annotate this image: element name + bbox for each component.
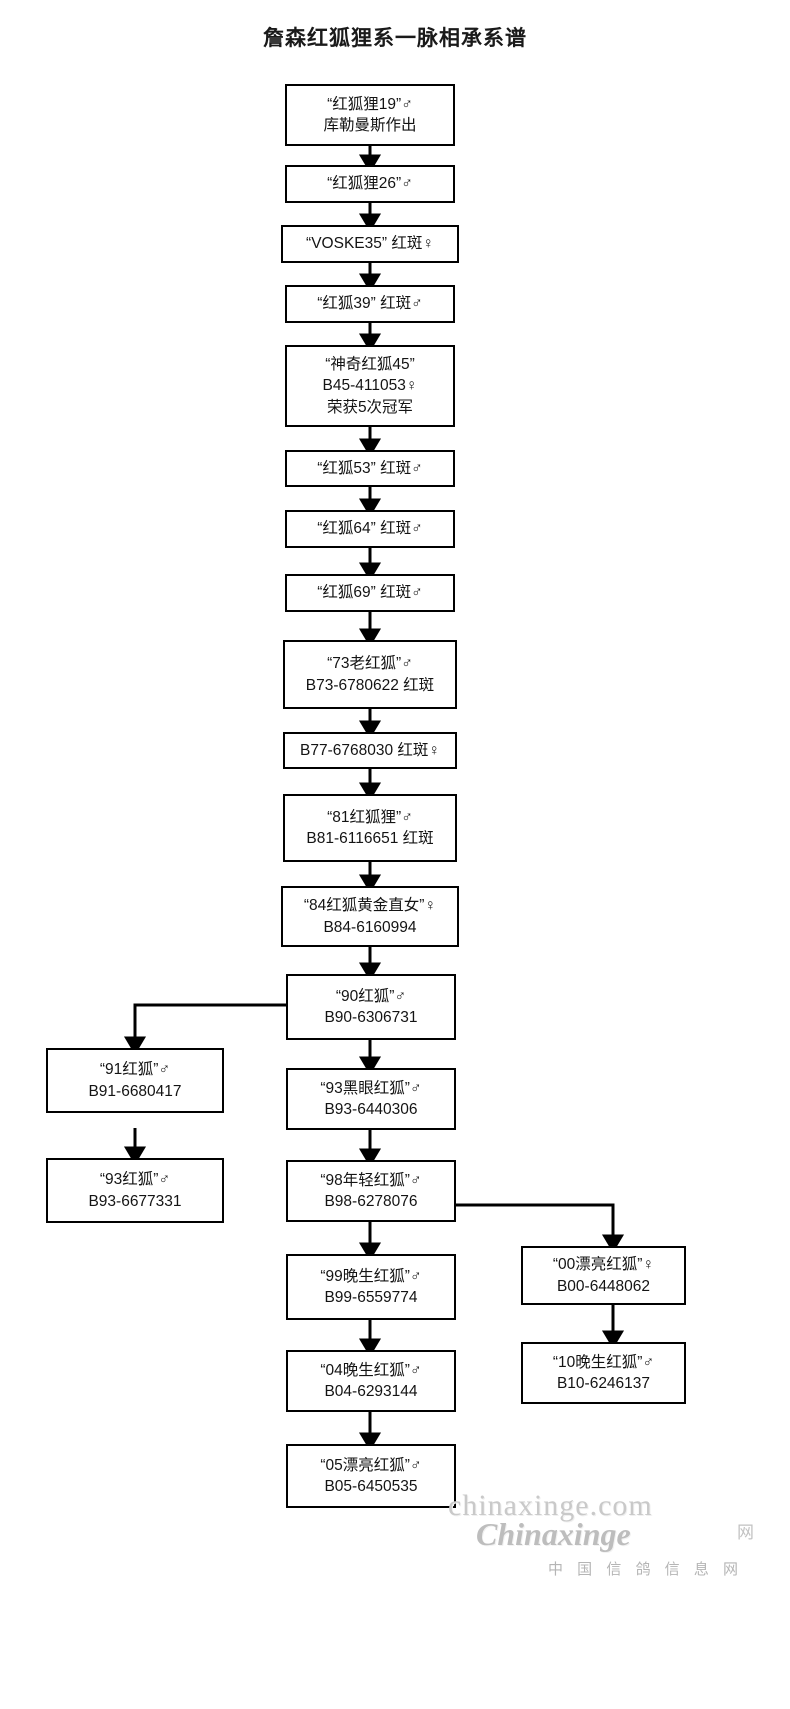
node-line-1: “81红狐狸”♂ — [327, 808, 413, 826]
watermark-chinese: 中 国 信 鸽 信 息 网 — [548, 1561, 744, 1578]
node-shenqi-honghu45[interactable]: “神奇红狐45” B45-411053♀ 荣获5次冠军 — [285, 345, 455, 427]
node-line-2: B93-6677331 — [88, 1192, 182, 1210]
node-73-lao-honghu[interactable]: “73老红狐”♂ B73-6780622 红斑 — [283, 640, 457, 709]
node-line-1: “93红狐”♂ — [99, 1171, 171, 1189]
page-title: 詹森红狐狸系一脉相承系谱 — [263, 27, 527, 50]
node-91-honghu[interactable]: “91红狐”♂ B91-6680417 — [46, 1048, 224, 1113]
node-honghu64[interactable]: “红狐64” 红斑♂ — [285, 510, 455, 548]
node-line-1: “红狐64” 红斑♂ — [317, 520, 423, 538]
node-line-2: B00-6448062 — [556, 1277, 651, 1295]
node-line-1: “10晚生红狐”♂ — [552, 1353, 655, 1371]
node-93-honghu[interactable]: “93红狐”♂ B93-6677331 — [46, 1158, 224, 1223]
node-line-2: B73-6780622 红斑 — [305, 676, 435, 694]
node-line-2: B45-411053♀ — [322, 377, 418, 395]
node-line-1: B77-6768030 红斑♀ — [299, 741, 440, 759]
node-line-3: 荣获5次冠军 — [326, 398, 414, 416]
node-line-2: 库勒曼斯作出 — [323, 117, 417, 134]
node-line-1: “90红狐”♂ — [335, 987, 407, 1005]
node-line-2: B84-6160994 — [323, 918, 417, 936]
node-line-2: B81-6116651 红斑 — [306, 830, 434, 847]
node-99-wansheng-honghu[interactable]: “99晚生红狐”♂ B99-6559774 — [286, 1254, 456, 1320]
node-line-2: B91-6680417 — [88, 1082, 182, 1100]
node-hongfuli19[interactable]: “红狐狸19”♂ 库勒曼斯作出 — [285, 84, 455, 146]
node-line-2: B10-6246137 — [556, 1375, 651, 1392]
node-81-honghuli[interactable]: “81红狐狸”♂ B81-6116651 红斑 — [283, 794, 457, 862]
node-line-1: “神奇红狐45” — [325, 355, 415, 373]
node-honghu69[interactable]: “红狐69” 红斑♂ — [285, 574, 455, 612]
node-line-1: “93黑眼红狐”♂ — [320, 1079, 422, 1097]
node-84-huangjin-zhinv[interactable]: “84红狐黄金直女”♀ B84-6160994 — [281, 886, 459, 947]
node-line-2: B93-6440306 — [324, 1101, 418, 1118]
node-line-1: “00漂亮红狐”♀ — [552, 1256, 655, 1274]
node-voske35[interactable]: “VOSKE35” 红斑♀ — [281, 225, 459, 263]
node-line-1: “99晚生红狐”♂ — [320, 1267, 422, 1285]
node-b77-6768030[interactable]: B77-6768030 红斑♀ — [283, 732, 457, 769]
node-honghu39[interactable]: “红狐39” 红斑♂ — [285, 285, 455, 323]
node-line-1: “98年轻红狐”♂ — [320, 1171, 422, 1189]
node-line-1: “84红狐黄金直女”♀ — [303, 897, 437, 915]
node-05-piaoliang-honghu[interactable]: “05漂亮红狐”♂ B05-6450535 — [286, 1444, 456, 1508]
watermark-brand: Chinaxinge — [476, 1516, 631, 1552]
node-90-honghu[interactable]: “90红狐”♂ B90-6306731 — [286, 974, 456, 1040]
node-00-piaoliang-honghu[interactable]: “00漂亮红狐”♀ B00-6448062 — [521, 1246, 686, 1305]
edge-90-to-91 — [123, 1003, 288, 1055]
node-93-heiyan-honghu[interactable]: “93黑眼红狐”♂ B93-6440306 — [286, 1068, 456, 1130]
node-line-2: B99-6559774 — [324, 1289, 418, 1306]
node-hongfuli26[interactable]: “红狐狸26”♂ — [285, 165, 455, 203]
node-98-nianqing-honghu[interactable]: “98年轻红狐”♂ B98-6278076 — [286, 1160, 456, 1222]
node-line-1: “红狐狸19”♂ — [327, 95, 413, 113]
node-honghu53[interactable]: “红狐53” 红斑♂ — [285, 450, 455, 487]
edge-98-to-00 — [453, 1203, 625, 1253]
node-line-1: “红狐53” 红斑♂ — [317, 459, 423, 477]
node-line-2: B90-6306731 — [324, 1009, 418, 1026]
node-line-1: “73老红狐”♂ — [327, 655, 413, 673]
node-line-2: B98-6278076 — [324, 1193, 418, 1210]
node-line-1: “红狐39” 红斑♂ — [317, 295, 423, 313]
watermark-wang: 网 — [737, 1523, 754, 1542]
node-line-1: “红狐狸26”♂ — [327, 175, 413, 193]
node-04-wansheng-honghu[interactable]: “04晚生红狐”♂ B04-6293144 — [286, 1350, 456, 1412]
node-line-2: B05-6450535 — [324, 1478, 418, 1495]
node-line-2: B04-6293144 — [324, 1383, 418, 1400]
node-line-1: “红狐69” 红斑♂ — [317, 584, 423, 602]
node-line-1: “VOSKE35” 红斑♀ — [306, 235, 434, 253]
node-10-wansheng-honghu[interactable]: “10晚生红狐”♂ B10-6246137 — [521, 1342, 686, 1404]
watermark-domain: chinaxinge.com — [448, 1489, 653, 1522]
node-line-1: “04晚生红狐”♂ — [320, 1361, 422, 1379]
node-line-1: “05漂亮红狐”♂ — [320, 1456, 422, 1474]
node-line-1: “91红狐”♂ — [99, 1061, 171, 1079]
